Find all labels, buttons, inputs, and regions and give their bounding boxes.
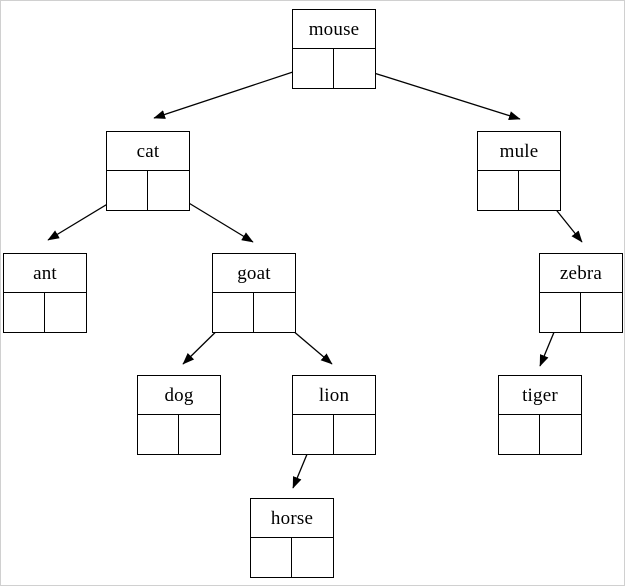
node-right-pointer-goat	[254, 293, 295, 332]
node-right-pointer-horse	[292, 538, 333, 577]
node-pointer-row-ant	[4, 293, 86, 332]
node-pointer-row-goat	[213, 293, 295, 332]
node-label-goat: goat	[213, 254, 295, 293]
node-right-pointer-zebra	[581, 293, 622, 332]
node-left-pointer-tiger	[499, 415, 540, 454]
node-right-pointer-mouse	[334, 49, 375, 88]
node-right-pointer-mule	[519, 171, 560, 210]
node-right-pointer-lion	[334, 415, 375, 454]
tree-edge-mouse-to-cat	[153, 64, 315, 119]
node-label-horse: horse	[251, 499, 333, 538]
node-pointer-row-dog	[138, 415, 220, 454]
tree-node-cat[interactable]: cat	[106, 131, 190, 211]
node-right-pointer-ant	[45, 293, 86, 332]
node-label-tiger: tiger	[499, 376, 581, 415]
tree-node-ant[interactable]: ant	[3, 253, 87, 333]
tree-node-goat[interactable]: goat	[212, 253, 296, 333]
node-right-pointer-dog	[179, 415, 220, 454]
node-left-pointer-zebra	[540, 293, 581, 332]
node-left-pointer-ant	[4, 293, 45, 332]
tree-node-horse[interactable]: horse	[250, 498, 334, 578]
tree-node-mouse[interactable]: mouse	[292, 9, 376, 89]
node-label-dog: dog	[138, 376, 220, 415]
node-left-pointer-mule	[478, 171, 519, 210]
node-pointer-row-lion	[293, 415, 375, 454]
node-left-pointer-lion	[293, 415, 334, 454]
tree-node-dog[interactable]: dog	[137, 375, 221, 455]
node-left-pointer-dog	[138, 415, 179, 454]
node-right-pointer-tiger	[540, 415, 581, 454]
node-pointer-row-mule	[478, 171, 560, 210]
tree-node-tiger[interactable]: tiger	[498, 375, 582, 455]
tree-node-lion[interactable]: lion	[292, 375, 376, 455]
tree-edge-mouse-to-mule	[354, 66, 521, 121]
node-left-pointer-cat	[107, 171, 148, 210]
node-label-ant: ant	[4, 254, 86, 293]
node-right-pointer-cat	[148, 171, 189, 210]
node-label-cat: cat	[107, 132, 189, 171]
node-left-pointer-horse	[251, 538, 292, 577]
tree-node-mule[interactable]: mule	[477, 131, 561, 211]
node-pointer-row-cat	[107, 171, 189, 210]
node-label-zebra: zebra	[540, 254, 622, 293]
node-pointer-row-tiger	[499, 415, 581, 454]
node-label-mouse: mouse	[293, 10, 375, 49]
node-pointer-row-horse	[251, 538, 333, 577]
node-pointer-row-mouse	[293, 49, 375, 88]
node-label-lion: lion	[293, 376, 375, 415]
node-pointer-row-zebra	[540, 293, 622, 332]
tree-node-zebra[interactable]: zebra	[539, 253, 623, 333]
node-left-pointer-goat	[213, 293, 254, 332]
node-left-pointer-mouse	[293, 49, 334, 88]
node-label-mule: mule	[478, 132, 560, 171]
